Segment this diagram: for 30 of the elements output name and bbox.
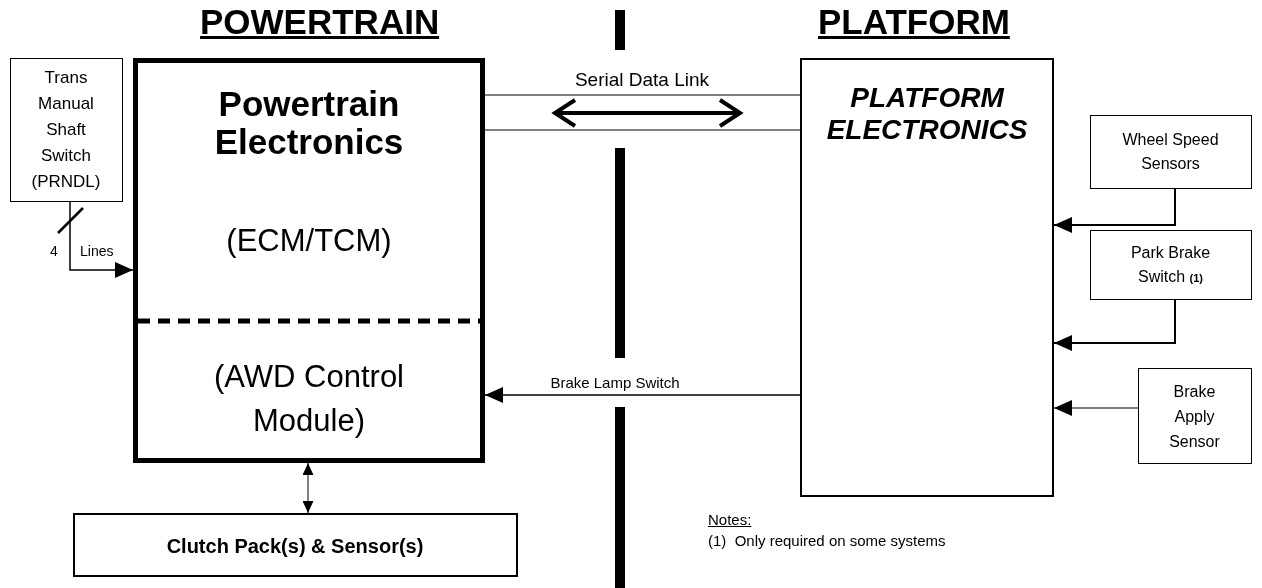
connector-line	[1053, 188, 1176, 233]
connector-line	[484, 129, 801, 131]
component-box	[73, 513, 518, 577]
switch-box	[10, 58, 123, 202]
box-text: Wheel Speed Sensors	[1121, 130, 1220, 174]
notes-heading: Notes:	[708, 511, 752, 528]
switch-box	[1090, 230, 1252, 300]
bus-width-label: 4	[50, 243, 58, 259]
box-text: Trans Manual Shaft Switch (PRNDL)	[30, 67, 102, 193]
sensor-box	[1138, 368, 1252, 464]
connector-line	[484, 387, 801, 403]
module-box	[800, 58, 1054, 497]
box-text: (ECM/TCM)	[226, 223, 392, 259]
box-text: Brake Apply Sensor	[1168, 382, 1221, 452]
box-text: Clutch Pack(s) & Sensor(s)	[166, 534, 424, 558]
signal-label: Lines	[80, 243, 114, 259]
connector-line	[1053, 299, 1176, 351]
connector-line	[484, 94, 801, 96]
section-heading: POWERTRAIN	[200, 2, 440, 42]
section-heading: PLATFORM	[818, 2, 1010, 42]
box-heading: PLATFORM ELECTRONICS	[825, 82, 1029, 146]
box-heading: Powertrain Electronics	[213, 85, 405, 161]
note-text: (1) Only required on some systems	[708, 532, 946, 549]
connector-line	[69, 201, 134, 278]
box-text: Park Brake Switch (1)	[1129, 243, 1212, 287]
connector-line	[302, 462, 314, 514]
sensor-box	[1090, 115, 1252, 189]
connector-line	[1053, 400, 1139, 416]
box-text: (AWD Control Module)	[212, 358, 405, 440]
module-box	[133, 58, 485, 463]
